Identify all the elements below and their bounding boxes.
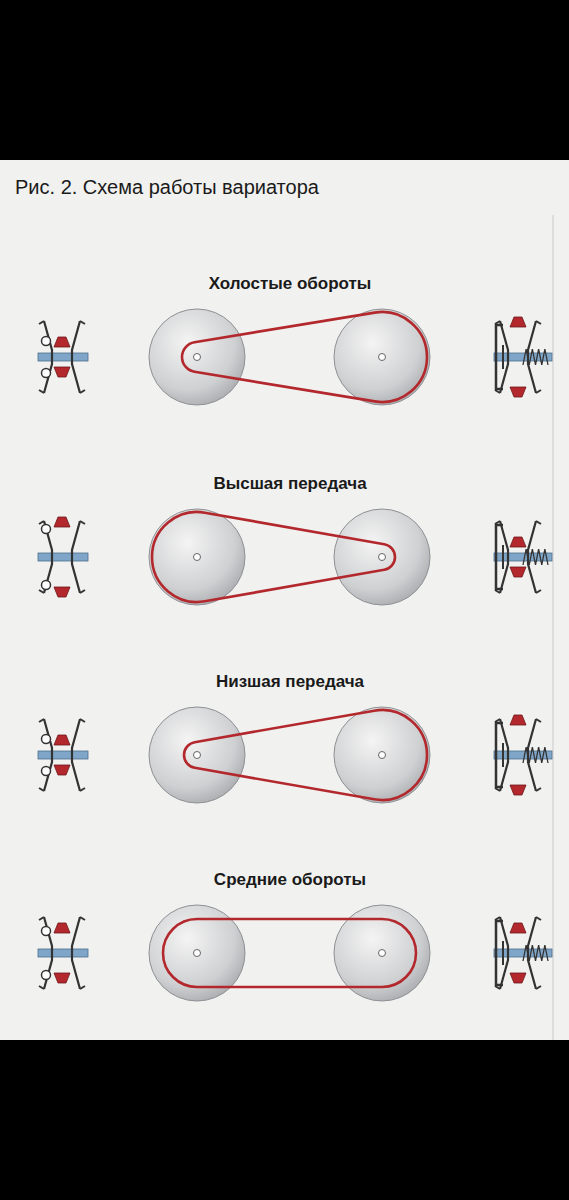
pulley-half xyxy=(72,719,80,791)
clutch-shoe xyxy=(502,345,504,369)
pulley-disc xyxy=(149,707,245,803)
belt-section xyxy=(54,735,70,745)
pulley-half xyxy=(500,321,508,393)
mode-heading: Низшая передача xyxy=(216,672,364,692)
pulley-half xyxy=(44,719,52,791)
axle xyxy=(194,554,201,561)
pulley-rim xyxy=(80,321,85,393)
belt-section xyxy=(54,367,70,377)
clutch-drum xyxy=(496,325,503,389)
centrifugal-weight xyxy=(42,927,51,936)
shaft xyxy=(38,553,88,561)
pulley-disc xyxy=(334,309,430,405)
pulley-disc xyxy=(334,707,430,803)
shaft xyxy=(38,751,88,759)
clutch-shoe xyxy=(502,743,504,767)
axle xyxy=(194,752,201,759)
axle xyxy=(379,354,386,361)
centrifugal-weight xyxy=(42,337,51,346)
centrifugal-weight xyxy=(42,767,51,776)
centrifugal-weight xyxy=(42,369,51,378)
belt-section xyxy=(510,387,526,397)
pulley-half xyxy=(528,521,536,593)
belt-section xyxy=(510,785,526,795)
axle xyxy=(194,950,201,957)
clutch-drum xyxy=(496,723,503,787)
pulley-half xyxy=(500,719,508,791)
variator-state xyxy=(38,509,552,605)
clutch-shoe xyxy=(502,941,504,965)
pulley-disc xyxy=(149,509,245,605)
pulley-rim xyxy=(80,521,85,593)
belt-section xyxy=(510,923,526,933)
pulley-rim xyxy=(80,917,85,989)
shaft xyxy=(38,353,88,361)
centrifugal-weight xyxy=(42,525,51,534)
spring xyxy=(523,349,548,365)
mode-heading: Холостые обороты xyxy=(209,274,372,294)
pulley-half xyxy=(72,521,80,593)
spring xyxy=(523,549,548,565)
pulley-rim xyxy=(39,321,44,393)
belt-section xyxy=(510,715,526,725)
variator-state xyxy=(38,309,552,405)
pulley-half xyxy=(72,917,80,989)
variator-state xyxy=(38,905,552,1001)
belt xyxy=(163,919,416,987)
belt-section xyxy=(510,973,526,983)
axle xyxy=(379,554,386,561)
belt-section xyxy=(510,567,526,577)
pulley-disc xyxy=(334,509,430,605)
shaft xyxy=(38,949,88,957)
figure-title: Рис. 2. Схема работы вариатора xyxy=(15,176,319,199)
clutch-drum xyxy=(496,921,503,985)
spring xyxy=(523,747,548,763)
clutch-drum xyxy=(496,525,503,589)
variator-state xyxy=(38,707,552,803)
pulley-rim xyxy=(80,719,85,791)
belt xyxy=(184,710,427,800)
belt xyxy=(182,312,427,402)
belt-section xyxy=(510,317,526,327)
pulley-half xyxy=(44,321,52,393)
centrifugal-weight xyxy=(42,735,51,744)
belt-section xyxy=(510,537,526,547)
belt-section xyxy=(54,765,70,775)
pulley-rim xyxy=(39,719,44,791)
page-edge xyxy=(553,215,554,1040)
axle xyxy=(379,752,386,759)
clutch-shoe xyxy=(502,545,504,569)
axle xyxy=(194,354,201,361)
belt xyxy=(152,512,395,602)
pulley-half xyxy=(72,321,80,393)
belt-section xyxy=(54,973,70,983)
mode-heading: Средние обороты xyxy=(214,870,366,890)
belt-section xyxy=(54,923,70,933)
spring xyxy=(523,945,548,961)
belt-section xyxy=(54,587,70,597)
pulley-half xyxy=(528,321,536,393)
axle xyxy=(379,950,386,957)
belt-section xyxy=(54,517,70,527)
belt-section xyxy=(54,337,70,347)
mode-heading: Высшая передача xyxy=(213,474,366,494)
pulley-disc xyxy=(149,309,245,405)
pulley-half xyxy=(528,719,536,791)
pulley-half xyxy=(528,917,536,989)
centrifugal-weight xyxy=(42,971,51,980)
pulley-half xyxy=(500,917,508,989)
centrifugal-weight xyxy=(42,581,51,590)
pulley-half xyxy=(500,521,508,593)
